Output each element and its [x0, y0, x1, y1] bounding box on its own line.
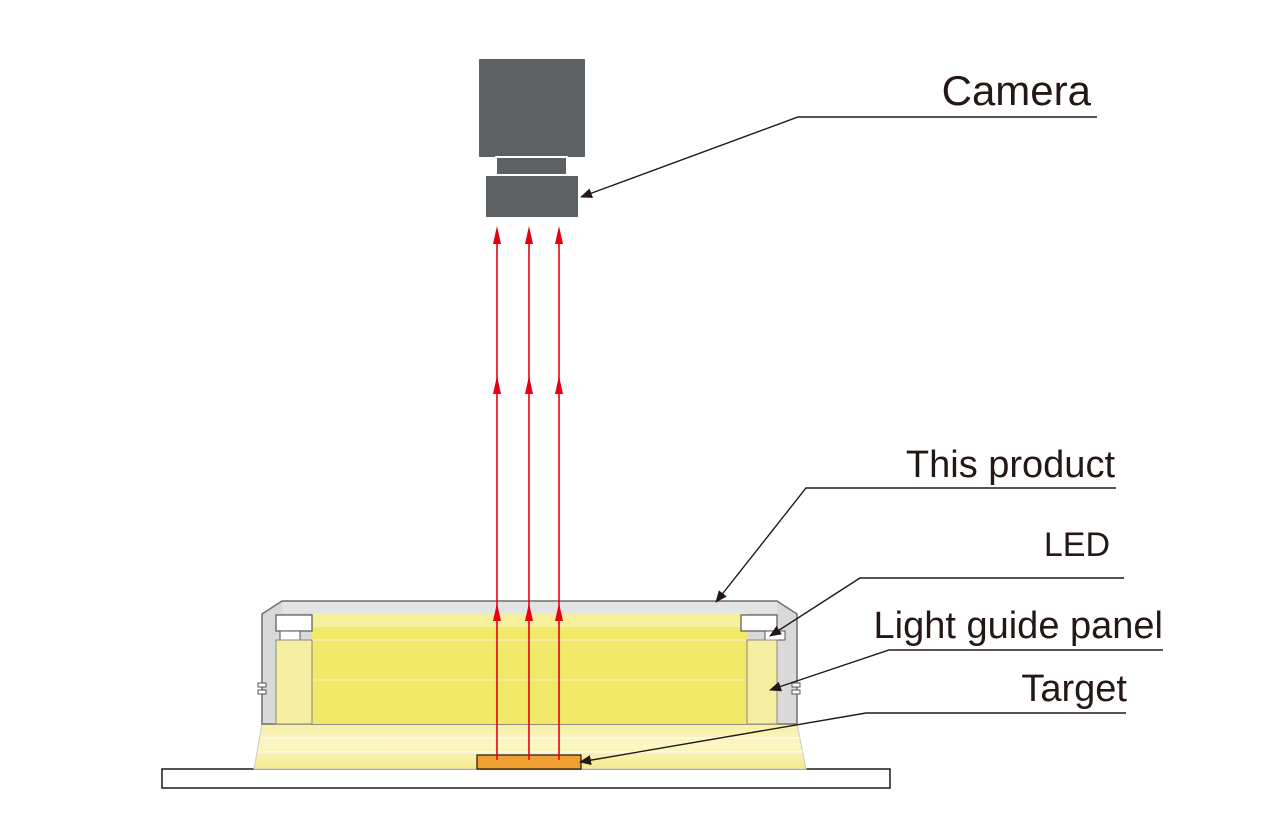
leader-lines: [579, 116, 1163, 766]
camera-lens: [484, 174, 580, 219]
led-label: LED: [1044, 526, 1110, 564]
this-product: [253, 600, 807, 770]
light-guide-right: [746, 639, 778, 725]
product-label: This product: [906, 444, 1116, 486]
leader-target: [579, 712, 1126, 766]
led-right: [740, 614, 778, 632]
camera-body: [479, 59, 585, 157]
light-rays: [493, 226, 563, 760]
ray-center: [525, 226, 533, 760]
leader-camera: [580, 116, 1097, 198]
target-label: Target: [1021, 668, 1127, 710]
camera-lens-neck: [495, 156, 568, 176]
leader-product: [715, 487, 1116, 603]
base-plate: [161, 768, 891, 789]
light-guide-left: [275, 639, 313, 725]
camera-label: Camera: [942, 67, 1092, 114]
camera: [479, 59, 585, 219]
leader-led: [769, 577, 1124, 637]
leader-light-guide: [769, 649, 1163, 692]
light-guide-panel: [312, 613, 748, 724]
led-left: [275, 614, 313, 632]
light-guide-panel-label: Light guide panel: [874, 605, 1163, 647]
ray-left: [493, 226, 501, 760]
ray-right: [555, 226, 563, 760]
